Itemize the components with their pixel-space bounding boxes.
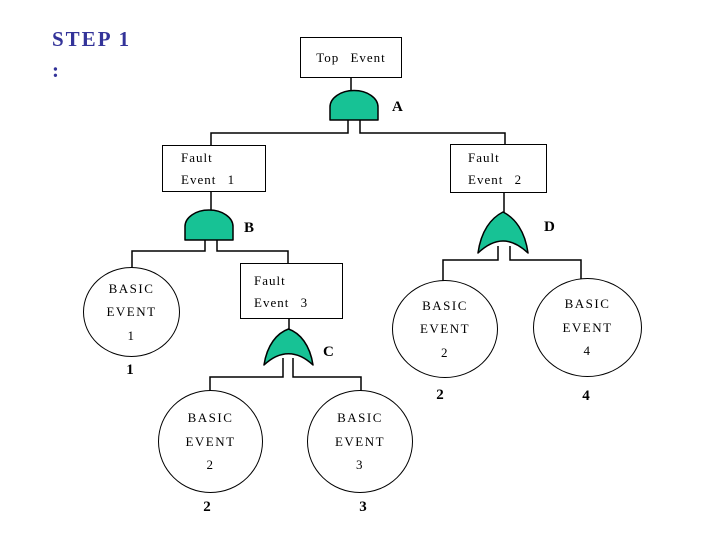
basic-event-2-left-line1: BASIC (187, 410, 234, 426)
gate-a-label: A (392, 99, 404, 115)
basic-event-4-line2: EVENT (562, 319, 613, 335)
basic-event-3-line2: EVENT (334, 433, 386, 449)
fault-event-3-line1: Fault (254, 273, 286, 288)
node-basic-event-4: BASIC EVENT 4 (533, 278, 642, 377)
node-basic-event-3: BASIC EVENT 3 (307, 390, 413, 493)
top-event-label: Top Event (316, 49, 386, 65)
gate-b-label: B (244, 220, 256, 236)
basic-event-2-left-line2: EVENT (185, 433, 236, 449)
basic-event-4-index: 4 (582, 388, 590, 404)
connector-gate-a-to-fault2 (359, 119, 506, 144)
fault-event-2-line2: Event 2 (468, 172, 523, 187)
basic-event-2-right-line3: 2 (441, 344, 449, 360)
basic-event-2-right-index: 2 (436, 387, 444, 403)
and-gate-b-icon (184, 209, 234, 241)
node-basic-event-1: BASIC EVENT 1 (83, 267, 180, 357)
connector-gate-b-to-fault3 (216, 239, 289, 263)
basic-event-3-line3: 3 (356, 457, 364, 473)
fault-event-2-line1: Fault (468, 150, 500, 165)
basic-event-2-left-index: 2 (203, 499, 211, 515)
basic-event-1-line1: BASIC (108, 280, 155, 296)
basic-event-2-right-line2: EVENT (419, 321, 471, 337)
gate-c-label: C (323, 344, 335, 360)
connector-gate-d-to-basic4 (509, 246, 582, 279)
basic-event-1-index: 1 (126, 362, 134, 378)
node-basic-event-2-left: BASIC EVENT 2 (158, 390, 263, 493)
basic-event-4-line3: 4 (583, 343, 592, 359)
or-gate-d-icon (477, 211, 529, 254)
basic-event-1-line3: 1 (127, 327, 136, 343)
basic-event-2-left-line3: 2 (206, 457, 215, 473)
node-fault-event-1: Fault Event 1 (162, 145, 266, 192)
connector-gate-b-to-basic1 (131, 239, 206, 268)
connector-gate-c-to-basic2-left (209, 358, 284, 391)
step-title: STEP 1 : (52, 24, 131, 86)
step-title-colon: : (52, 58, 61, 82)
and-gate-a-icon (329, 89, 379, 121)
step-title-text: STEP 1 (52, 27, 132, 51)
basic-event-3-line1: BASIC (337, 410, 383, 426)
or-gate-c-icon (263, 328, 314, 366)
fault-event-3-line2: Event 3 (254, 295, 309, 310)
node-top-event: Top Event (300, 37, 402, 78)
gate-d-label: D (544, 219, 556, 235)
node-fault-event-2: Fault Event 2 (450, 144, 547, 193)
basic-event-3-index: 3 (359, 499, 367, 515)
node-basic-event-2-right: BASIC EVENT 2 (392, 280, 498, 378)
basic-event-2-right-line1: BASIC (422, 297, 468, 313)
fault-event-1-line1: Fault (181, 150, 213, 165)
node-fault-event-3: Fault Event 3 (240, 263, 343, 319)
fault-event-1-line2: Event 1 (181, 172, 236, 187)
connector-gate-d-to-basic2-right (442, 246, 499, 281)
basic-event-4-line1: BASIC (564, 296, 611, 312)
connector-gate-a-to-fault1 (210, 119, 349, 145)
basic-event-1-line2: EVENT (106, 304, 157, 320)
connector-gate-c-to-basic3 (292, 358, 362, 391)
